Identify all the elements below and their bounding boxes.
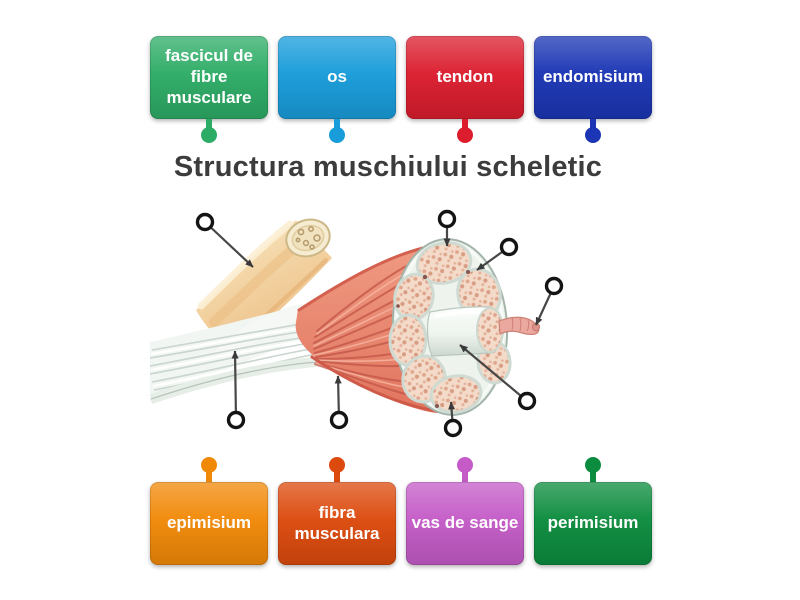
label-pin xyxy=(201,119,217,144)
answer-label-box[interactable]: fascicul de fibre musculare xyxy=(150,36,268,119)
answer-label-box[interactable]: epimisium xyxy=(150,482,268,565)
label-pin xyxy=(585,456,601,482)
answer-label-text: fibra musculara xyxy=(294,502,380,543)
drop-targets xyxy=(195,209,564,438)
pin-stem xyxy=(590,472,596,482)
pin-stem xyxy=(590,119,596,128)
answer-label-text: vas de sange xyxy=(411,513,519,533)
drop-target-between-fascicles[interactable] xyxy=(499,237,519,257)
pin-dot-icon xyxy=(201,127,217,143)
answer-label-text: os xyxy=(327,67,347,87)
drop-target-muscle-fiber[interactable] xyxy=(517,391,537,411)
muscle-fiber-graphic xyxy=(426,306,504,357)
drop-target-fascicle-bottom[interactable] xyxy=(443,418,463,438)
answer-label-text: epimisium xyxy=(166,513,252,533)
label-pin xyxy=(329,119,345,144)
arrow-to-tendon xyxy=(231,350,239,421)
pin-stem xyxy=(334,472,340,482)
answer-label-perimisium[interactable]: perimisium xyxy=(534,456,652,565)
answer-label-box[interactable]: tendon xyxy=(406,36,524,119)
arrow-to-bone xyxy=(204,221,254,268)
drop-target-cross-section-top[interactable] xyxy=(437,209,457,229)
tendon-graphic xyxy=(149,303,334,404)
label-pin xyxy=(585,119,601,144)
label-pin xyxy=(457,119,473,144)
answer-label-epimisium[interactable]: epimisium xyxy=(150,456,268,565)
label-row-bottom: epimisium fibra musculara vas de sange p… xyxy=(150,456,652,565)
answer-label-text: endomisium xyxy=(542,67,644,87)
pin-dot-icon xyxy=(329,127,345,143)
drop-target-muscle-belly[interactable] xyxy=(329,410,349,430)
answer-label-text: tendon xyxy=(436,67,494,87)
bone-graphic xyxy=(196,218,332,352)
pin-dot-icon xyxy=(201,457,217,473)
answer-label-vas-de-sange[interactable]: vas de sange xyxy=(406,456,524,565)
drop-target-blood-vessel[interactable] xyxy=(544,276,564,296)
pin-dot-icon xyxy=(329,457,345,473)
answer-label-endomisium[interactable]: endomisium xyxy=(534,36,652,144)
answer-label-tendon[interactable]: tendon xyxy=(406,36,524,144)
label-row-top: fascicul de fibre musculare os tendon en… xyxy=(150,36,652,144)
pin-stem xyxy=(462,472,468,482)
drop-target-tendon[interactable] xyxy=(226,410,246,430)
label-pin xyxy=(201,456,217,482)
answer-label-box[interactable]: fibra musculara xyxy=(278,482,396,565)
pin-dot-icon xyxy=(457,127,473,143)
arrow-to-muscle-fiber xyxy=(459,344,528,402)
pin-stem xyxy=(462,119,468,128)
pin-stem xyxy=(334,119,340,128)
drop-target-bone[interactable] xyxy=(195,212,215,232)
answer-label-box[interactable]: vas de sange xyxy=(406,482,524,565)
pin-dot-icon xyxy=(585,457,601,473)
answer-label-box[interactable]: os xyxy=(278,36,396,119)
label-pin xyxy=(457,456,473,482)
pin-dot-icon xyxy=(585,127,601,143)
diagram-title: Structura muschiului scheletic xyxy=(173,151,603,183)
cross-section-graphic xyxy=(388,238,540,416)
pin-dot-icon xyxy=(457,457,473,473)
label-pin xyxy=(329,456,345,482)
answer-label-fascicul-de-fibre-musculare[interactable]: fascicul de fibre musculare xyxy=(150,36,268,144)
answer-label-text: perimisium xyxy=(547,513,639,533)
blood-vessel-graphic xyxy=(498,316,540,335)
answer-label-box[interactable]: endomisium xyxy=(534,36,652,119)
pin-stem xyxy=(206,119,212,128)
answer-label-os[interactable]: os xyxy=(278,36,396,144)
pin-stem xyxy=(206,472,212,482)
answer-label-box[interactable]: perimisium xyxy=(534,482,652,565)
answer-label-fibra-musculara[interactable]: fibra musculara xyxy=(278,456,396,565)
answer-label-text: fascicul de fibre musculare xyxy=(165,46,253,107)
